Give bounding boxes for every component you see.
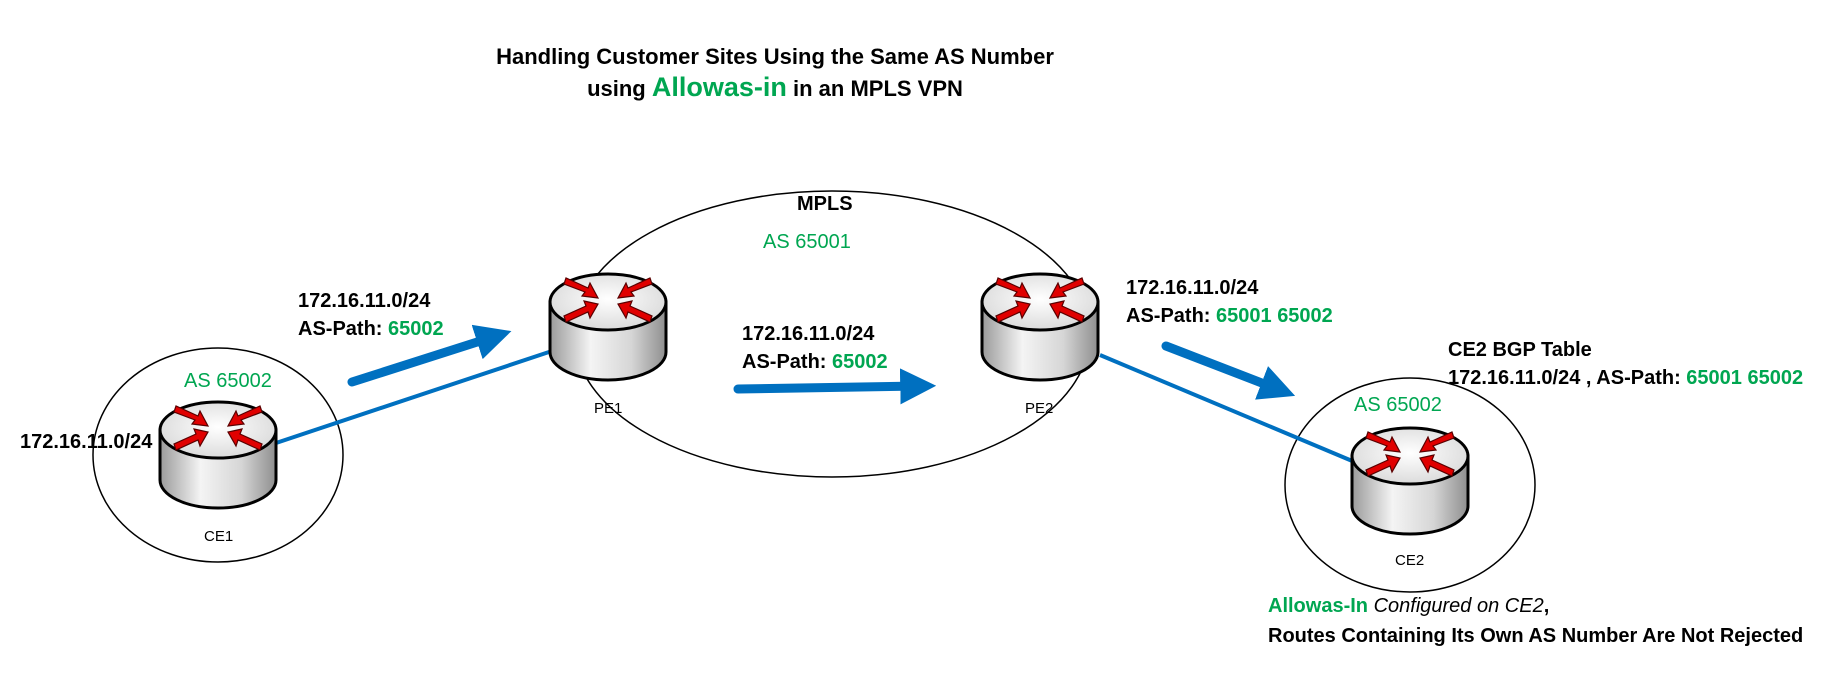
advert-1-aspath-value: 65002 — [388, 318, 444, 340]
title-highlight: Allowas-in — [651, 72, 787, 102]
ce2-bgp-table-entry: 172.16.11.0/24 , AS-Path: 65001 65002 — [1448, 367, 1804, 389]
ce1-as-label: AS 65002 — [184, 370, 272, 392]
title-line-2: using Allowas-in in an MPLS VPN — [425, 72, 1125, 103]
advert-label-pe1-pe2: 172.16.11.0/24 AS-Path: 65002 — [742, 320, 888, 376]
advert-arrow-pe2-ce2 — [1161, 341, 1296, 400]
advert-3-aspath-value: 65001 65002 — [1216, 305, 1333, 327]
ce2-site-ellipse — [1284, 377, 1536, 593]
advert-3-prefix: 172.16.11.0/24 — [1126, 277, 1259, 299]
ce2-bgp-aspath-value: 65001 65002 — [1686, 367, 1804, 389]
router-ce1-icon — [158, 400, 278, 510]
advert-2-prefix: 172.16.11.0/24 — [742, 323, 875, 345]
advert-1-aspath: AS-Path: 65002 — [298, 318, 444, 340]
advert-1-prefix: 172.16.11.0/24 — [298, 290, 431, 312]
ce1-site-ellipse — [92, 347, 344, 563]
mpls-label: MPLS — [797, 193, 853, 215]
advert-3-aspath: AS-Path: 65001 65002 — [1126, 305, 1333, 327]
title-suffix: in an MPLS VPN — [793, 76, 963, 101]
title-prefix: using — [587, 76, 646, 101]
ce1-prefix-label: 172.16.11.0/24 — [20, 431, 153, 453]
allowas-note: Allowas-In Configured on CE2, Routes Con… — [1268, 591, 1803, 651]
allowas-note-highlight: Allowas-In — [1268, 595, 1369, 617]
link-pe2-ce2 — [1099, 353, 1358, 465]
allowas-note-line-1: Allowas-In Configured on CE2, — [1268, 595, 1550, 617]
router-pe1-icon — [548, 272, 668, 382]
ce1-router-name: CE1 — [204, 528, 234, 545]
advert-2-aspath-value: 65002 — [832, 351, 888, 373]
pe1-router-name: PE1 — [594, 400, 623, 417]
pe2-router-name: PE2 — [1025, 400, 1054, 417]
ce2-router-name: CE2 — [1395, 552, 1425, 569]
advert-arrow-pe1-pe2 — [733, 368, 937, 405]
ce2-as-label: AS 65002 — [1354, 394, 1442, 416]
advert-label-pe2-ce2: 172.16.11.0/24 AS-Path: 65001 65002 — [1126, 274, 1333, 330]
router-ce2-icon — [1350, 426, 1470, 536]
router-pe2-icon — [980, 272, 1100, 382]
allowas-note-italic: Configured on CE2 — [1373, 595, 1544, 617]
ce2-bgp-table: CE2 BGP Table 172.16.11.0/24 , AS-Path: … — [1448, 336, 1803, 392]
advert-arrow-ce1-pe1 — [347, 324, 512, 387]
ce2-bgp-table-heading: CE2 BGP Table — [1448, 339, 1592, 361]
advert-label-ce1-pe1: 172.16.11.0/24 AS-Path: 65002 — [298, 287, 444, 343]
title-line-1: Handling Customer Sites Using the Same A… — [496, 44, 1054, 69]
advert-2-aspath: AS-Path: 65002 — [742, 351, 888, 373]
allowas-note-line-2: Routes Containing Its Own AS Number Are … — [1268, 625, 1804, 647]
link-ce1-pe1 — [275, 348, 556, 445]
mpls-as-label: AS 65001 — [763, 231, 851, 253]
diagram-title: Handling Customer Sites Using the Same A… — [425, 44, 1125, 103]
